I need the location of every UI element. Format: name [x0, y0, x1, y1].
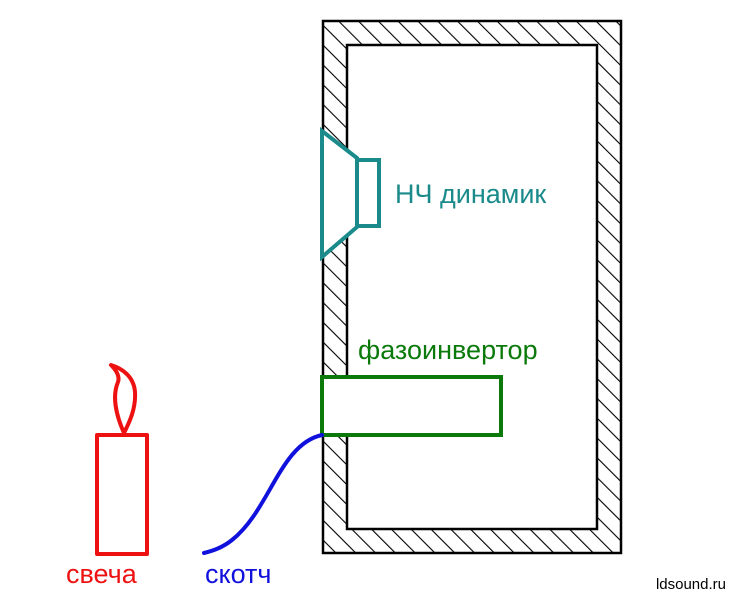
candle-label: свеча: [66, 559, 138, 589]
woofer-speaker: [320, 126, 381, 262]
candle-body: [95, 433, 149, 556]
candle: [95, 363, 149, 556]
enclosure-walls: [321, 19, 623, 555]
tape-label: скотч: [205, 559, 271, 589]
woofer-magnet: [355, 158, 381, 228]
tape-strip: [202, 433, 324, 555]
speaker-label: НЧ динамик: [395, 179, 546, 209]
port-label: фазоинвертор: [358, 335, 538, 365]
site-credit: ldsound.ru: [656, 576, 726, 593]
candle-flame: [109, 363, 138, 434]
bass-reflex-port: [320, 375, 503, 437]
